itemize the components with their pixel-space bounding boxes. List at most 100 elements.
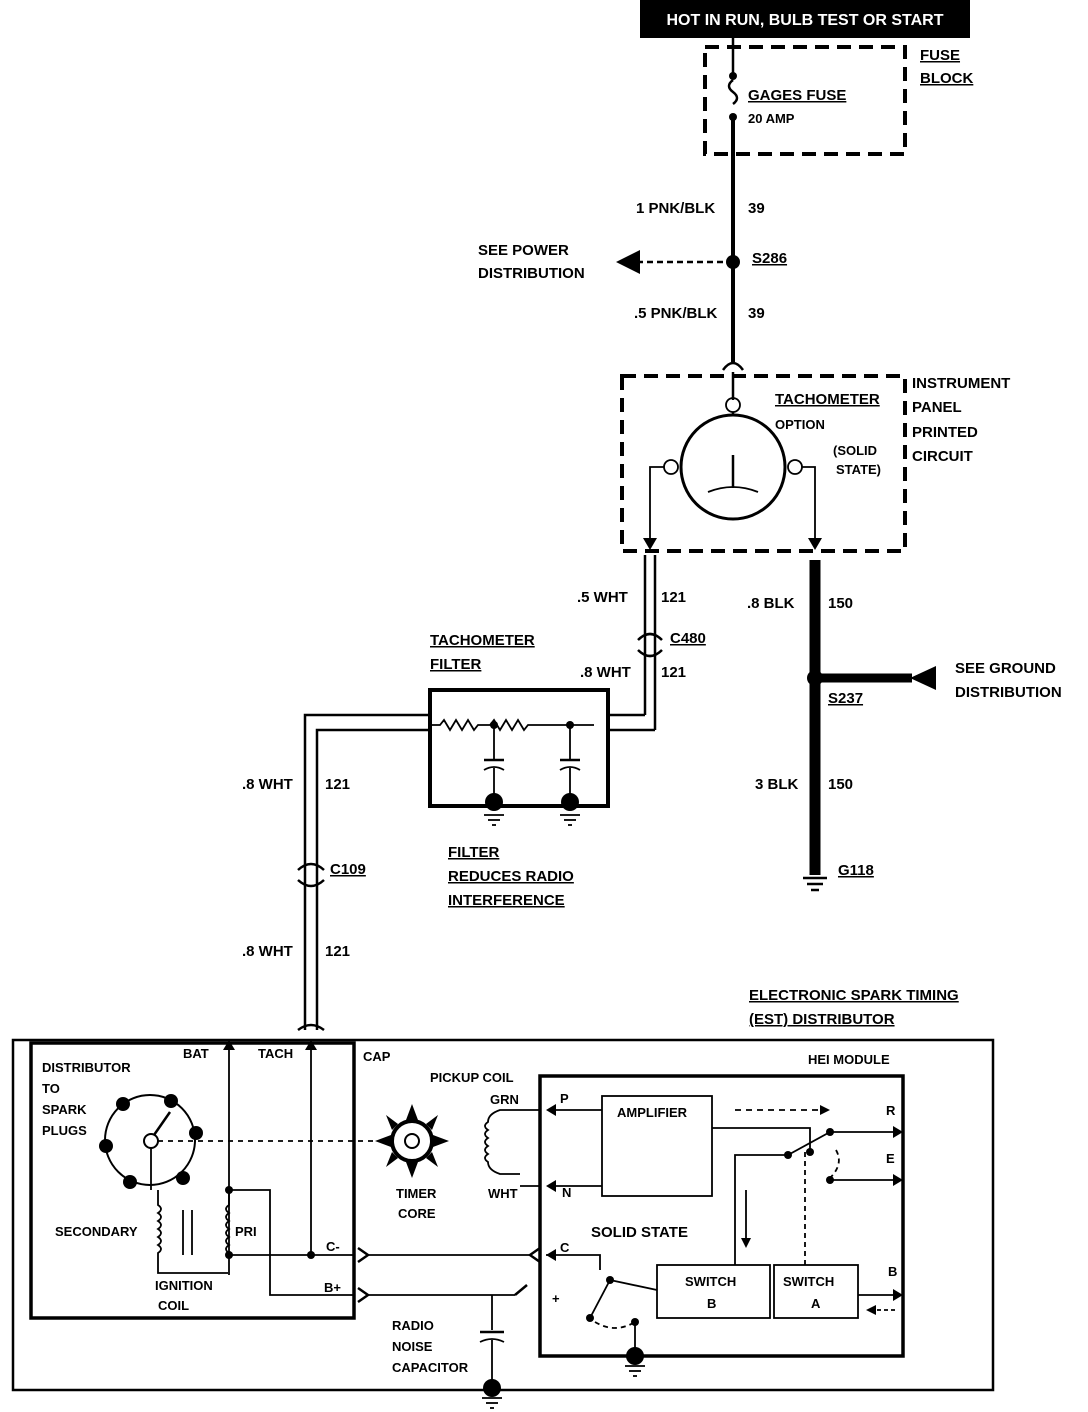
n-label: N <box>562 1185 571 1200</box>
wire-3-label: .5 WHT <box>577 589 628 606</box>
ground-ref-1: SEE GROUND <box>955 660 1056 677</box>
fuse-block-box <box>703 45 907 156</box>
plus-label: + <box>552 1291 560 1306</box>
tach-solid-1: (SOLID <box>833 443 877 458</box>
filter-box <box>428 688 610 808</box>
grn-label: GRN <box>490 1092 519 1107</box>
dist-plugs-4: PLUGS <box>42 1123 87 1138</box>
splice-s237: S237 <box>828 690 863 707</box>
connector-c109-label: C109 <box>330 861 366 878</box>
tach-label: TACH <box>258 1046 293 1061</box>
timer-label-2: CORE <box>398 1206 436 1221</box>
timer-label-1: TIMER <box>396 1186 437 1201</box>
filter-note-1: FILTER <box>448 844 500 861</box>
pickup-winding <box>484 1109 520 1175</box>
wht-label: WHT <box>488 1186 518 1201</box>
power-ref-1: SEE POWER <box>478 242 569 259</box>
ground-wire-1-label: .8 BLK <box>747 595 795 612</box>
tach-solid-2: STATE) <box>836 462 881 477</box>
wire-1-label: 1 PNK/BLK <box>636 200 715 217</box>
wire-5-label: .8 WHT <box>242 776 293 793</box>
connector-c480-label: C480 <box>670 630 706 647</box>
switch-b-label-1: SWITCH <box>685 1274 736 1289</box>
switch-a-box <box>773 1264 859 1319</box>
ground-g118: G118 <box>838 862 874 879</box>
coil-label-1: IGNITION <box>155 1278 213 1293</box>
b-plus-label: B+ <box>324 1280 341 1295</box>
dist-plugs-3: SPARK <box>42 1102 87 1117</box>
ground-wire-1-circuit: 150 <box>828 595 853 612</box>
cap-label: CAP <box>363 1049 391 1064</box>
r-label: R <box>886 1103 896 1118</box>
capacitor-label-1: RADIO <box>392 1318 434 1333</box>
connector-top-ip <box>721 361 745 371</box>
filter-note-3: INTERFERENCE <box>448 892 565 909</box>
connector-c109 <box>297 862 325 888</box>
wire-6-label: .8 WHT <box>242 943 293 960</box>
ground-g118-symbol <box>803 876 827 892</box>
c-minus-label: C- <box>326 1239 340 1254</box>
header-text: HOT IN RUN, BULB TEST OR START <box>666 12 943 29</box>
switch-a-label-2: A <box>811 1296 821 1311</box>
wire-3-circuit: 121 <box>661 589 686 606</box>
pri-label: PRI <box>235 1224 257 1239</box>
instrument-panel-box <box>620 374 907 553</box>
hei-module-box <box>538 1074 905 1358</box>
e-label: E <box>886 1151 895 1166</box>
ip-title-1: INSTRUMENT <box>912 375 1010 392</box>
amplifier-label: AMPLIFIER <box>617 1105 688 1120</box>
wire-4-label: .8 WHT <box>580 664 631 681</box>
power-ref-2: DISTRIBUTION <box>478 265 585 282</box>
switch-b-label-2: B <box>707 1296 716 1311</box>
wire-4-circuit: 121 <box>661 664 686 681</box>
wire-5-circuit: 121 <box>325 776 350 793</box>
wire-1-circuit: 39 <box>748 200 765 217</box>
ground-wire-2-label: 3 BLK <box>755 776 799 793</box>
header-bar <box>640 0 970 38</box>
filter-note-2: REDUCES RADIO <box>448 868 574 885</box>
capacitor-label-2: NOISE <box>392 1339 433 1354</box>
capacitor-label-3: CAPACITOR <box>392 1360 469 1375</box>
ip-title-2: PANEL <box>912 399 962 416</box>
distributor-rotor <box>99 1094 203 1190</box>
filter-title-2: FILTER <box>430 656 482 673</box>
fuse-block-title-2: BLOCK <box>920 70 973 87</box>
p-label: P <box>560 1091 569 1106</box>
ground-wire-2-circuit: 150 <box>828 776 853 793</box>
tach-option: OPTION <box>775 417 825 432</box>
ground-ref-2: DISTRIBUTION <box>955 684 1062 701</box>
fuse-block-title-1: FUSE <box>920 47 960 64</box>
b-label: B <box>888 1264 897 1279</box>
filter-title-1: TACHOMETER <box>430 632 535 649</box>
dist-plugs-2: TO <box>42 1081 60 1096</box>
hei-label: HEI MODULE <box>808 1052 890 1067</box>
ip-title-4: CIRCUIT <box>912 448 973 465</box>
fuse-name: GAGES FUSE <box>748 87 846 104</box>
timer-core <box>375 1104 449 1178</box>
dist-title-1: ELECTRONIC SPARK TIMING <box>749 987 959 1004</box>
secondary-winding <box>156 1190 228 1274</box>
switch-b-box <box>656 1264 771 1319</box>
wire-2-label: .5 PNK/BLK <box>634 305 718 322</box>
coil-label-2: COIL <box>158 1298 189 1313</box>
amplifier-box <box>601 1095 713 1197</box>
dist-title-2: (EST) DISTRIBUTOR <box>749 1011 895 1028</box>
wire-6-circuit: 121 <box>325 943 350 960</box>
switch-a-label-1: SWITCH <box>783 1274 834 1289</box>
wire-2-circuit: 39 <box>748 305 765 322</box>
dist-plugs-1: DISTRIBUTOR <box>42 1060 131 1075</box>
primary-winding <box>225 1190 231 1254</box>
distributor-box <box>11 1038 995 1392</box>
connector-c480 <box>637 632 663 658</box>
fuse-symbol <box>727 79 739 105</box>
secondary-label: SECONDARY <box>55 1224 138 1239</box>
pickup-label: PICKUP COIL <box>430 1070 514 1085</box>
tach-title: TACHOMETER <box>775 391 880 408</box>
bat-label: BAT <box>183 1046 209 1061</box>
cap-box <box>29 1041 356 1320</box>
ground-dist-arrow <box>910 666 936 690</box>
ip-title-3: PRINTED <box>912 424 978 441</box>
c-label: C <box>560 1240 570 1255</box>
power-dist-arrow <box>616 250 640 274</box>
